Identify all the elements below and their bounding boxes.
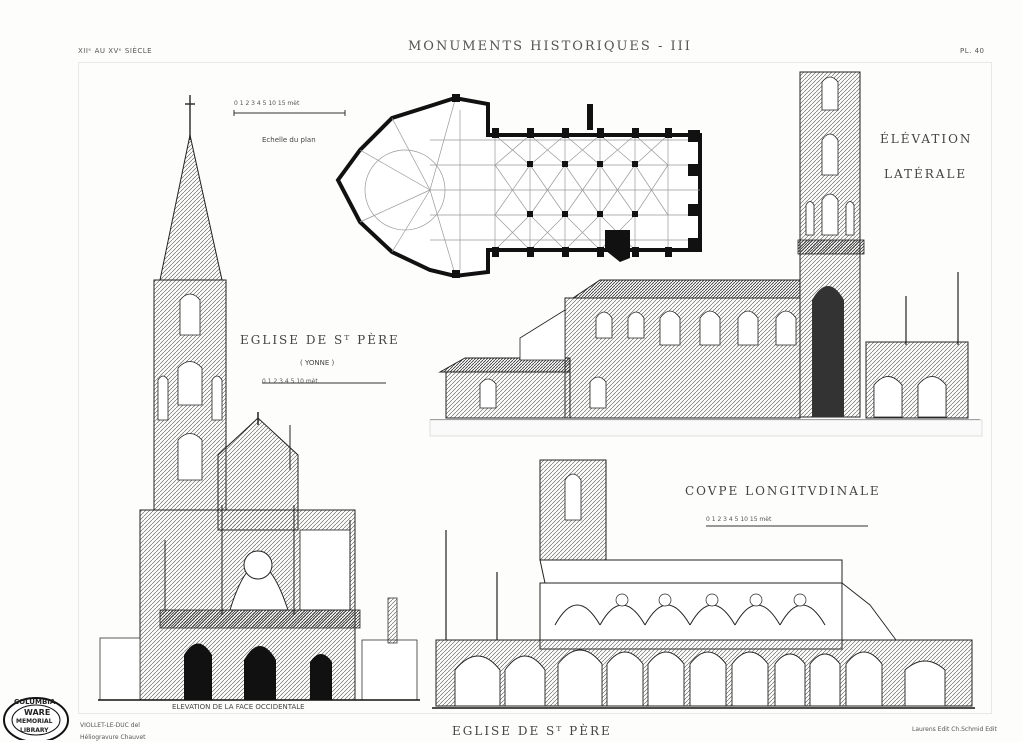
lateral-elevation-drawing [429, 71, 983, 437]
west-scale-numbers: 0 1 2 3 4 5 10 mèt [262, 378, 318, 385]
west-facade-drawing [98, 95, 420, 701]
footer-publisher: Laurens Edit Ch.Schmid Edit [912, 726, 997, 733]
plate-frame [78, 62, 992, 714]
longitudinal-section-drawing [432, 459, 975, 709]
plan-scale-caption: Echelle du plan [262, 136, 316, 144]
section-scale-numbers: 0 1 2 3 4 5 10 15 mèt [706, 516, 772, 523]
stamp-line-4: LIBRARY [20, 727, 49, 734]
header-title: MONUMENTS HISTORIQUES - III [408, 39, 692, 54]
header-plate-number: PL. 40 [960, 47, 985, 55]
plan-scale-numbers: 0 1 2 3 4 5 10 15 mèt [234, 100, 300, 107]
west-caption: ELEVATION DE LA FACE OCCIDENTALE [172, 703, 305, 711]
header-century: XIIᵉ AU XVᵉ SIÈCLE [78, 47, 153, 55]
footer-title: EGLISE DE Sᵀ PÈRE [452, 724, 612, 738]
footer-artist: VIOLLET-LE-DUC del [80, 722, 140, 729]
west-title: EGLISE DE Sᵀ PÈRE [240, 333, 400, 347]
floor-plan-drawing [335, 94, 702, 279]
stamp-line-3: MEMORIAL [16, 718, 53, 725]
lateral-title-line1: ÉLÉVATION [880, 132, 973, 146]
footer-engraver: Héliogravure Chauvet [80, 734, 146, 741]
stamp-line-1: COLUMBIA [14, 698, 56, 706]
plan-scale-bar [233, 110, 346, 116]
west-subtitle: ( YONNE ) [300, 359, 335, 367]
lateral-title-line2: LATÉRALE [884, 167, 968, 181]
library-stamp: COLUMBIA WARE MEMORIAL LIBRARY [2, 694, 70, 740]
stamp-line-2: WARE [24, 708, 51, 717]
section-title: COVPE LONGITVDINALE [685, 484, 881, 498]
stamp-circle-icon [3, 697, 69, 740]
